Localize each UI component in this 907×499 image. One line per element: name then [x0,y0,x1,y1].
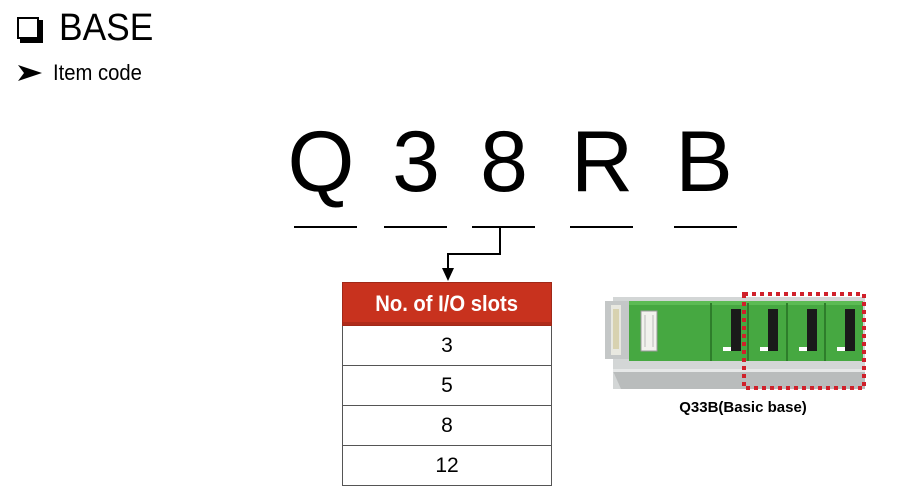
table-row: 3 [342,325,552,366]
table-row: 8 [342,405,552,446]
subtitle: Item code [53,60,142,85]
code-underline [674,226,737,228]
table-cell: 8 [342,405,552,446]
page-title: BASE [59,6,154,49]
code-letter: 8 [480,114,528,210]
code-underline [384,226,447,228]
code-underline [294,226,357,228]
table-cell: 5 [342,365,552,406]
image-caption: Q33B(Basic base) [679,399,807,416]
page-title-row: BASE [17,6,160,50]
code-letter: Q [287,114,355,210]
table-row: 12 [342,445,552,486]
arrow-bullet-icon [18,65,42,81]
code-letter: B [675,114,733,210]
io-slots-table: No. of I/O slots 3 5 8 12 [342,282,552,486]
table-cell: 3 [342,325,552,366]
base-unit-image [605,292,866,390]
square-bullet-icon [17,17,43,43]
subtitle-row: Item code [17,60,150,86]
table-cell: 12 [342,445,552,486]
code-letter: 3 [392,114,440,210]
table-header: No. of I/O slots [342,282,552,326]
code-letter: R [570,114,634,210]
code-underline [472,226,535,228]
code-underline [570,226,633,228]
table-row: 5 [342,365,552,406]
